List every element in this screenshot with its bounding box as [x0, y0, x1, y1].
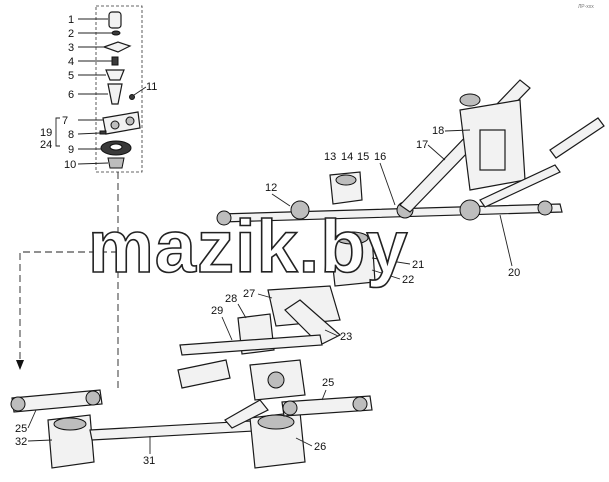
callout-25-right: 25	[322, 377, 334, 389]
part-plate	[102, 41, 132, 53]
callout-1: 1	[68, 14, 74, 26]
callout-20: 20	[508, 267, 520, 279]
callout-13: 13	[324, 151, 336, 163]
leader-line	[77, 132, 101, 135]
leader-line	[237, 303, 247, 319]
leader-line	[324, 329, 339, 337]
part-long-rod	[89, 419, 273, 441]
callout-12: 12	[265, 182, 277, 194]
callout-19: 19	[40, 127, 52, 139]
part-bar-left-end	[85, 390, 101, 406]
callout-4: 4	[68, 56, 74, 68]
part-rod-end-right	[537, 200, 553, 216]
callout-18: 18	[432, 125, 444, 137]
callout-15: 15	[357, 151, 369, 163]
callout-24: 24	[40, 139, 52, 151]
exploded-parts-column	[55, 5, 147, 173]
callout-labels: 1 2 3 4 5 6 11 7 19 8 24 9 10 12 13 14 1…	[15, 14, 520, 467]
part-knuckle-left-top	[53, 417, 87, 431]
part-cup	[105, 69, 125, 81]
callout-25-left: 25	[15, 423, 27, 435]
leader-line	[427, 144, 446, 161]
leader-line	[221, 316, 233, 341]
leader-line	[77, 162, 109, 165]
leader-line	[371, 257, 411, 265]
leader-line	[27, 439, 53, 442]
callout-bracket	[55, 117, 60, 147]
callout-22: 22	[402, 274, 414, 286]
part-nut	[107, 157, 125, 169]
callout-3: 3	[68, 42, 74, 54]
part-rod-end-left	[216, 210, 232, 226]
watermark: mazik.by	[88, 205, 409, 288]
projection-lines	[16, 172, 119, 390]
callout-5: 5	[68, 70, 74, 82]
callout-9: 9	[68, 144, 74, 156]
leader-line	[444, 129, 471, 132]
part-cylinder-body	[479, 129, 506, 171]
callout-28: 28	[225, 293, 237, 305]
part-cylinder-right	[549, 117, 605, 159]
callout-2: 2	[68, 28, 74, 40]
part-bracket-top	[335, 174, 357, 186]
leader-line	[257, 293, 273, 299]
part-link-rod	[179, 334, 323, 356]
part-grease-nipple	[129, 94, 135, 100]
part-knuckle-arm	[224, 399, 269, 429]
part-cylinder-rod	[479, 164, 561, 208]
part-cylinder-lower	[177, 359, 231, 389]
middle-assembly	[177, 285, 342, 401]
callout-26: 26	[314, 441, 326, 453]
part-bar-right-end	[282, 400, 298, 416]
dashed-line	[19, 251, 118, 362]
part-knuckle-right-top	[257, 414, 295, 430]
parts-frame	[95, 5, 143, 173]
part-bar-left-end	[10, 396, 26, 412]
part-cylinder-mount	[459, 93, 481, 107]
callout-8: 8	[68, 129, 74, 141]
leader-line	[271, 193, 291, 207]
part-rod-joint	[290, 200, 310, 220]
part-spring	[111, 56, 119, 66]
part-pivot-top	[335, 231, 369, 245]
corner-code: ЛР-xxx	[578, 4, 594, 10]
part-bolt	[108, 11, 122, 29]
part-rod-joint	[459, 199, 481, 221]
leader-line	[133, 86, 147, 96]
part-pin	[99, 130, 107, 135]
leader-line	[499, 214, 513, 267]
part-seal-inner	[109, 143, 123, 151]
part-housing-hole	[110, 120, 120, 130]
part-small-washer	[111, 30, 121, 36]
leader-line	[379, 162, 396, 206]
callout-21: 21	[412, 259, 424, 271]
part-bar-right-end	[352, 396, 368, 412]
part-housing-hole	[125, 116, 135, 126]
leader-line	[321, 389, 327, 401]
callout-7: 7	[62, 115, 68, 127]
leader-line	[295, 437, 313, 447]
part-housing	[102, 111, 141, 135]
upper-assembly	[216, 79, 605, 287]
part-ball-pin	[107, 83, 123, 105]
callout-32: 32	[15, 436, 27, 448]
part-support-joint	[267, 371, 285, 389]
callout-27: 27	[243, 288, 255, 300]
callout-6: 6	[68, 89, 74, 101]
lower-assembly	[10, 389, 373, 469]
callout-11: 11	[146, 81, 157, 93]
callout-31: 31	[143, 455, 155, 467]
callout-14: 14	[341, 151, 353, 163]
callout-17: 17	[416, 139, 428, 151]
arrow-head	[16, 360, 24, 370]
callout-10: 10	[64, 159, 76, 171]
leader-line	[27, 409, 37, 429]
callout-23: 23	[340, 331, 352, 343]
callout-29: 29	[211, 305, 223, 317]
leader-line	[371, 269, 401, 280]
callout-16: 16	[374, 151, 386, 163]
